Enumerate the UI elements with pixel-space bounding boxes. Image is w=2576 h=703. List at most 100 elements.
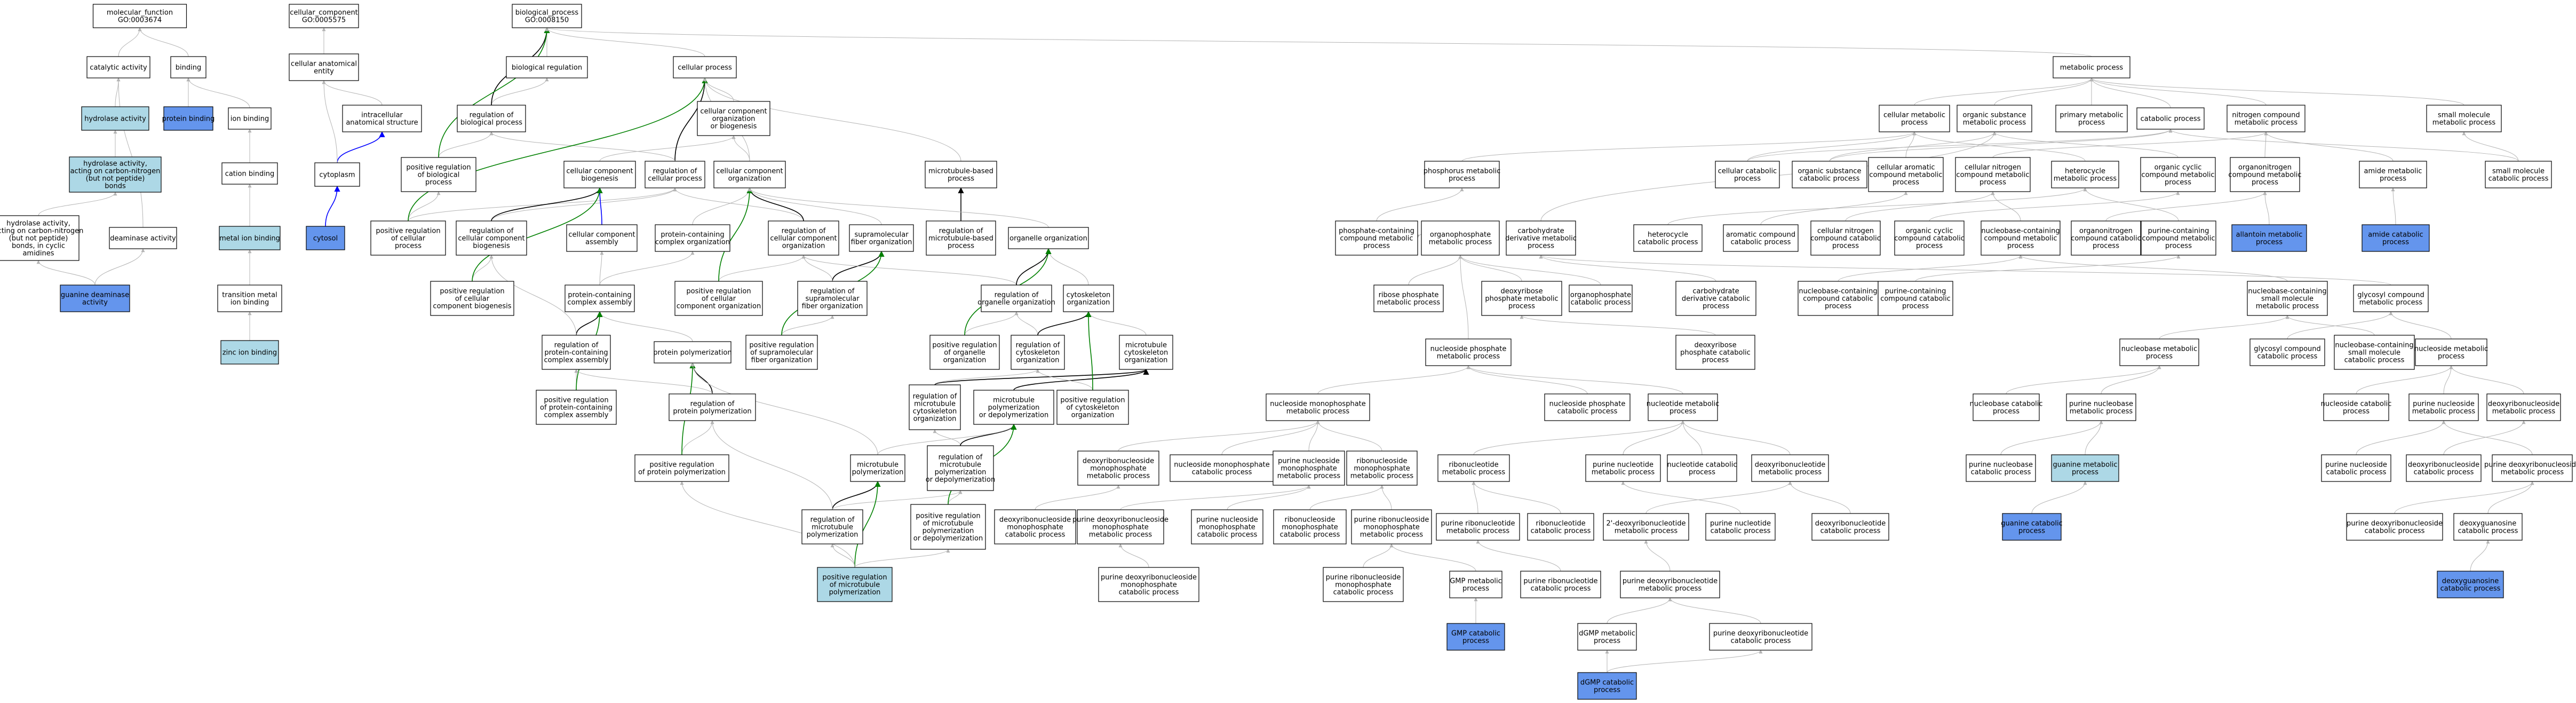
go-term-node-purdeoxymonomet[interactable]: purine deoxyribonucleosidemonophosphatem…	[1072, 509, 1168, 544]
go-term-node-zincbind[interactable]: zinc ion binding	[220, 340, 279, 365]
go-term-node-cytoplasm[interactable]: cytoplasm	[314, 162, 360, 187]
go-term-node-purribnucmonocat[interactable]: purine ribonucleosidemonophosphatecatabo…	[1323, 567, 1404, 602]
go-term-node-hydrolaseCN[interactable]: hydrolase activity,acting on carbon-nitr…	[69, 156, 162, 193]
go-term-node-regmtcytoskorg[interactable]: regulation ofmicrotubulecytoskeletonorga…	[909, 384, 961, 430]
go-term-node-purnucmonocat[interactable]: purine nucleosidemonophosphatecatabolic …	[1191, 509, 1263, 544]
go-term-node-cytosol[interactable]: cytosol	[306, 226, 345, 250]
go-term-node-hydrolase[interactable]: hydrolase activity	[81, 106, 149, 131]
go-term-node-hydrolaseCyclic[interactable]: hydrolase activity,acting on carbon-nitr…	[0, 215, 83, 261]
go-term-node-ionbind[interactable]: ion binding	[228, 107, 272, 130]
go-term-node-cationbind[interactable]: cation binding	[221, 162, 278, 185]
go-term-node-orgorg[interactable]: organelle organization	[1008, 227, 1089, 249]
go-term-node-biolreg[interactable]: biological regulation	[506, 56, 588, 78]
go-term-node-purribnucmonomet[interactable]: purine ribonucleosidemonophosphatemetabo…	[1351, 509, 1432, 544]
go-term-node-metalbind[interactable]: metal ion binding	[219, 226, 281, 250]
go-term-node-protbind[interactable]: protein binding	[162, 106, 215, 131]
go-term-node-deoxyribmonocat[interactable]: deoxyribonucleosidemonophosphatecataboli…	[994, 509, 1076, 544]
go-term-node-catalytic[interactable]: catalytic activity	[86, 56, 150, 78]
go-term-node-regmtpolydepoly[interactable]: regulation ofmicrotubulepolymerizationor…	[926, 445, 996, 491]
go-term-node-binding[interactable]: binding	[170, 56, 206, 78]
